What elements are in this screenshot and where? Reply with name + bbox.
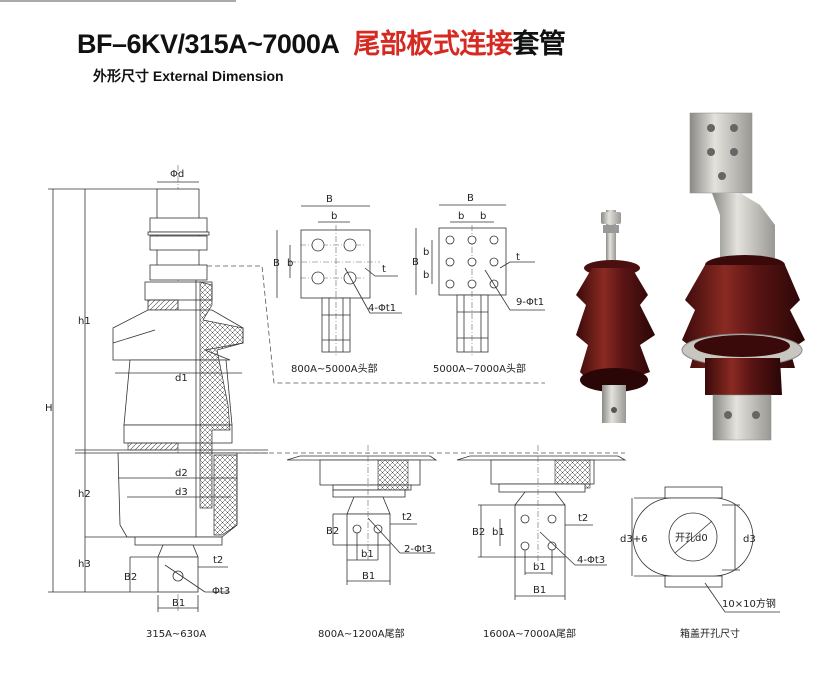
- label-phi-t3: Φt3: [212, 586, 230, 597]
- caption-tail4: 1600A~7000A尾部: [483, 627, 576, 640]
- label-h1: h1: [78, 316, 91, 327]
- label-d3: d3: [175, 487, 188, 498]
- label-H: H: [45, 403, 53, 414]
- hole-grid: [445, 235, 499, 289]
- tail4-B2: B2: [472, 527, 485, 538]
- page-title: BF–6KV/315A~7000A 尾部板式连接套管: [77, 22, 566, 61]
- caption-tail2: 800A~1200A尾部: [318, 627, 405, 640]
- head4-B-top: B: [326, 194, 333, 205]
- head9-t: t: [516, 252, 520, 263]
- tail2-B2: B2: [326, 526, 339, 537]
- label-phi-d: Φd: [170, 169, 184, 180]
- tail4-b1-side: b1: [492, 527, 505, 538]
- caption-cover: 箱盖开孔尺寸: [680, 627, 740, 640]
- main-bushing-drawing: Φd H h1 h2 h3 d1 d2 d3 B2 t2 Φt3 B1 315A…: [45, 165, 625, 640]
- label-d1: d1: [175, 373, 188, 384]
- product-photo-small-bushing: [576, 210, 655, 423]
- head9-b-top2: b: [480, 211, 486, 222]
- head9-B-top: B: [467, 193, 474, 204]
- caption-main: 315A~630A: [146, 629, 206, 640]
- head9-B-side: B: [412, 257, 419, 268]
- cover-d3: d3: [743, 534, 756, 545]
- tail2-b1: b1: [361, 549, 374, 560]
- tail4-t2: t2: [578, 513, 588, 524]
- cover-cutout-drawing: d3+6 d3 开孔d0 10×10方钢 箱盖开孔尺寸: [620, 486, 780, 640]
- cover-d0: 开孔d0: [675, 532, 708, 544]
- head9-holes: 9-Φt1: [516, 297, 544, 308]
- head9-b-side2: b: [423, 270, 429, 281]
- tail4-b1: b1: [533, 562, 546, 573]
- head4-t: t: [382, 264, 386, 275]
- caption-head4: 800A~5000A头部: [291, 362, 378, 375]
- tail4-B1: B1: [533, 585, 546, 596]
- top-rule: [0, 0, 236, 2]
- head-9hole-drawing: B b b B b b t 9-Φt1 5000A~7000A头部: [412, 193, 545, 375]
- head4-B-side: B: [273, 258, 280, 269]
- tail-4hole-drawing: B2 b1 t2 4-Φt3 b1 B1 1600A~7000A尾部: [456, 445, 627, 640]
- tail4-holes: 4-Φt3: [577, 555, 605, 566]
- label-h3: h3: [78, 559, 91, 570]
- head9-b-side1: b: [423, 247, 429, 258]
- tail2-B1: B1: [362, 571, 375, 582]
- tail2-holes: 2-Φt3: [404, 544, 432, 555]
- head4-b-side: b: [287, 258, 293, 269]
- caption-head9: 5000A~7000A头部: [433, 362, 526, 375]
- label-B2: B2: [124, 572, 137, 583]
- head9-b-top1: b: [458, 211, 464, 222]
- label-t2: t2: [213, 555, 223, 566]
- head4-holes: 4-Φt1: [368, 303, 396, 314]
- label-B1: B1: [172, 598, 185, 609]
- title-model: BF–6KV/315A~7000A: [77, 29, 340, 59]
- cover-d3-plus-6: d3+6: [620, 534, 647, 545]
- head-4hole-drawing: B b B b t 4-Φt1 800A~5000A头部: [273, 194, 402, 375]
- tail-2hole-drawing: B2 t2 2-Φt3 b1 B1 800A~1200A尾部: [286, 445, 438, 640]
- label-d2: d2: [175, 468, 188, 479]
- product-photo-large-bushing: [681, 112, 805, 441]
- subtitle: 外形尺寸 External Dimension: [93, 68, 284, 84]
- title-red: 尾部板式连接: [353, 29, 513, 59]
- tail2-t2: t2: [402, 512, 412, 523]
- title-black: 套管: [512, 29, 566, 59]
- cover-steel-bar: 10×10方钢: [722, 597, 776, 610]
- label-h2: h2: [78, 489, 91, 500]
- head4-b-top: b: [331, 211, 337, 222]
